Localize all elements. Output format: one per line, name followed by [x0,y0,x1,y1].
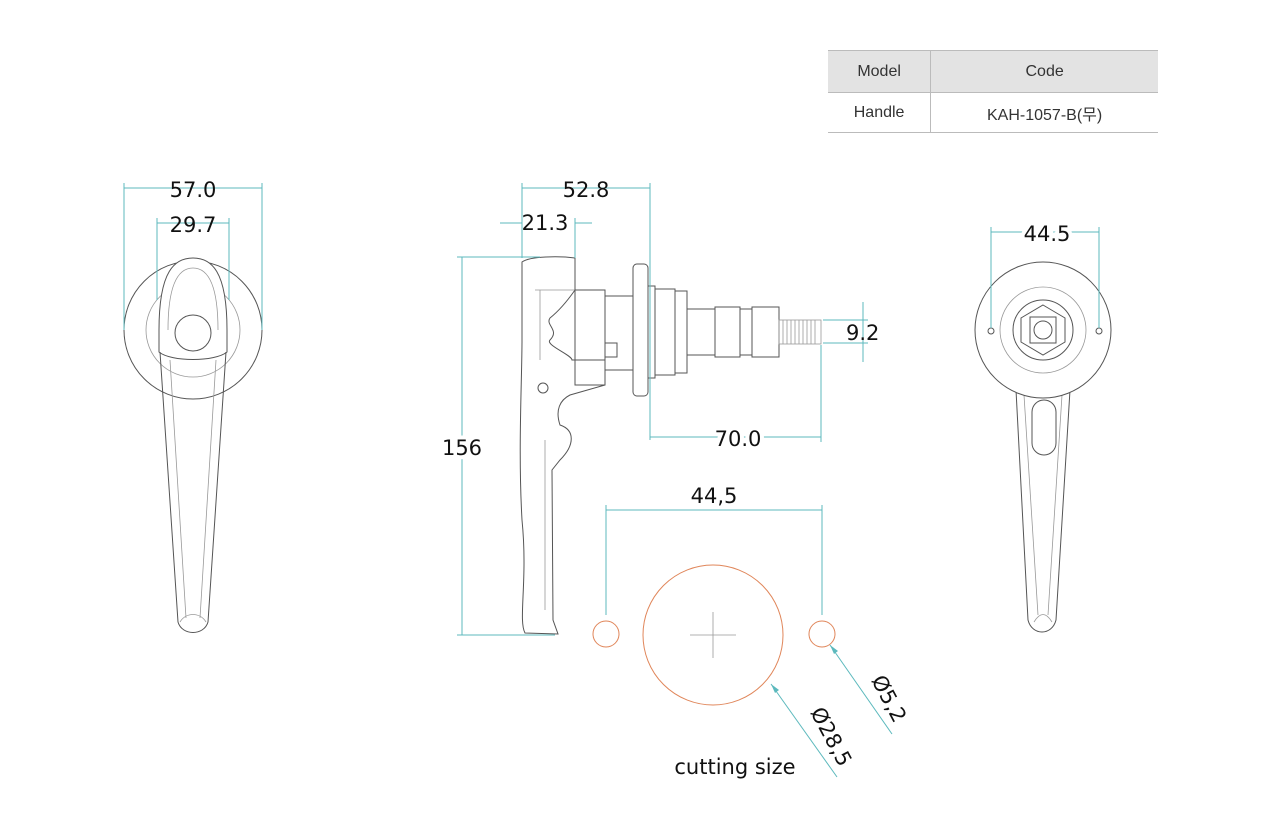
dim-label: 29.7 [170,213,217,237]
model-cell: Handle [828,92,931,133]
dim-label: Ø28,5 [806,703,857,770]
side-view [519,256,822,635]
front-view [123,257,263,633]
cutting-size-label: cutting size [674,755,795,779]
back-view [974,261,1112,633]
header-code: Code [930,50,1158,93]
dim-side-depth: 52.8 [521,178,651,440]
dim-front-head: 29.7 [156,213,230,300]
dim-thread: 9.2 [823,302,879,362]
dim-label: 44.5 [1024,222,1071,246]
dim-label: 70.0 [715,427,762,451]
dim-label: 52.8 [563,178,610,202]
code-cell: KAH-1057-B(무) [930,92,1158,133]
table-row: Handle KAH-1057-B(무) [828,92,1158,133]
dim-label: 156 [442,436,482,460]
dim-label: Ø5,2 [867,671,912,726]
dim-label: 21.3 [522,211,569,235]
dim-back-pitch: 44.5 [990,218,1100,328]
dim-label: 9.2 [846,321,879,345]
cutting-size-diagram: 44,5 Ø28,5 Ø5,2 cutting size [592,484,912,779]
dim-side-head: 21.3 [500,211,592,258]
dim-height: 156 [438,256,555,636]
dim-front-width: 57.0 [123,178,263,330]
dim-label: 44,5 [691,484,738,508]
dim-shaft-length: 70.0 [650,345,822,455]
header-model: Model [828,50,931,93]
spec-table: Model Code Handle KAH-1057-B(무) [828,50,1158,133]
dim-label: 57.0 [170,178,217,202]
